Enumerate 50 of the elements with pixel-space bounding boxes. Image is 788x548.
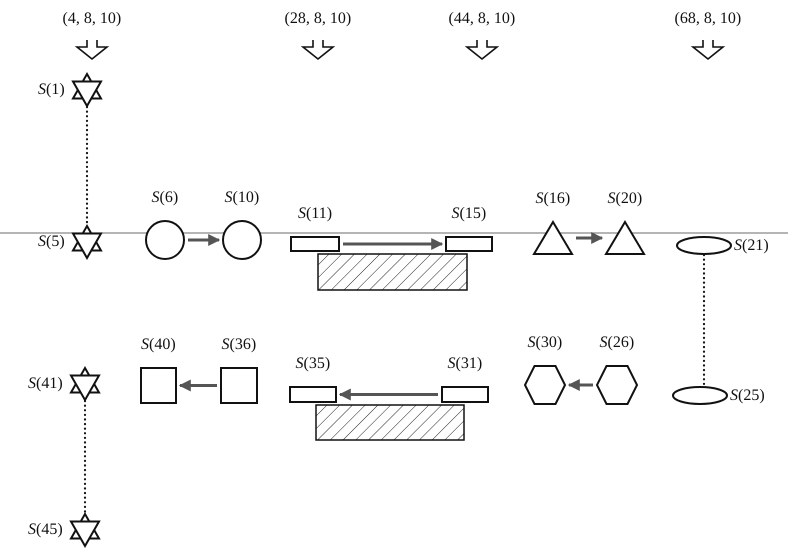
coordinate-label: (4, 8, 10): [62, 11, 122, 27]
node-caption: S(6): [152, 190, 178, 206]
rectangle-symbol: [290, 236, 340, 252]
node-caption: S(36): [222, 337, 256, 353]
arrow: [188, 234, 220, 246]
rectangle-symbol: [441, 386, 489, 403]
rectangle-symbol: [140, 367, 177, 404]
node-caption: S(20): [608, 191, 642, 207]
node-caption: S(11): [298, 206, 332, 222]
star-symbol: [69, 513, 101, 547]
star-symbol: [71, 73, 103, 107]
hatched-block: [317, 253, 468, 291]
node-caption: S(25): [730, 388, 765, 404]
node-caption: S(21): [734, 238, 769, 254]
node-caption: S(1): [38, 82, 65, 98]
ellipse-symbol: [672, 386, 728, 405]
coordinate-label: (68, 8, 10): [674, 11, 742, 27]
arrow: [343, 238, 444, 250]
coordinate-label: (44, 8, 10): [448, 11, 516, 27]
hexagon-symbol: [524, 365, 566, 405]
circle-symbol: [145, 220, 185, 260]
arrow: [178, 380, 217, 392]
star-symbol: [71, 225, 103, 259]
dotted-connector: [702, 254, 706, 388]
node-caption: S(5): [38, 234, 65, 250]
node-caption: S(35): [296, 356, 330, 372]
hatched-block: [315, 404, 465, 441]
coordinate-label: (28, 8, 10): [284, 11, 352, 27]
node-caption: S(10): [224, 190, 260, 206]
arrow: [576, 232, 604, 244]
dotted-connector: [84, 400, 86, 514]
node-caption: S(41): [28, 376, 63, 392]
node-caption: S(15): [452, 206, 486, 222]
node-caption: S(40): [141, 337, 176, 353]
star-symbol: [69, 367, 101, 401]
node-caption: S(31): [448, 356, 482, 372]
node-caption: S(16): [536, 191, 570, 207]
triangle-symbol: [605, 221, 645, 255]
rectangle-symbol: [220, 367, 258, 404]
circle-symbol: [222, 220, 262, 260]
rectangle-symbol: [289, 386, 337, 403]
node-caption: S(30): [528, 335, 562, 351]
triangle-symbol: [533, 221, 573, 255]
ellipse-symbol: [676, 236, 732, 255]
node-caption: S(45): [28, 522, 63, 538]
arrow: [568, 379, 593, 391]
hexagon-symbol: [596, 365, 638, 405]
arrow: [338, 388, 438, 400]
rectangle-symbol: [445, 236, 493, 252]
node-caption: S(26): [600, 335, 634, 351]
